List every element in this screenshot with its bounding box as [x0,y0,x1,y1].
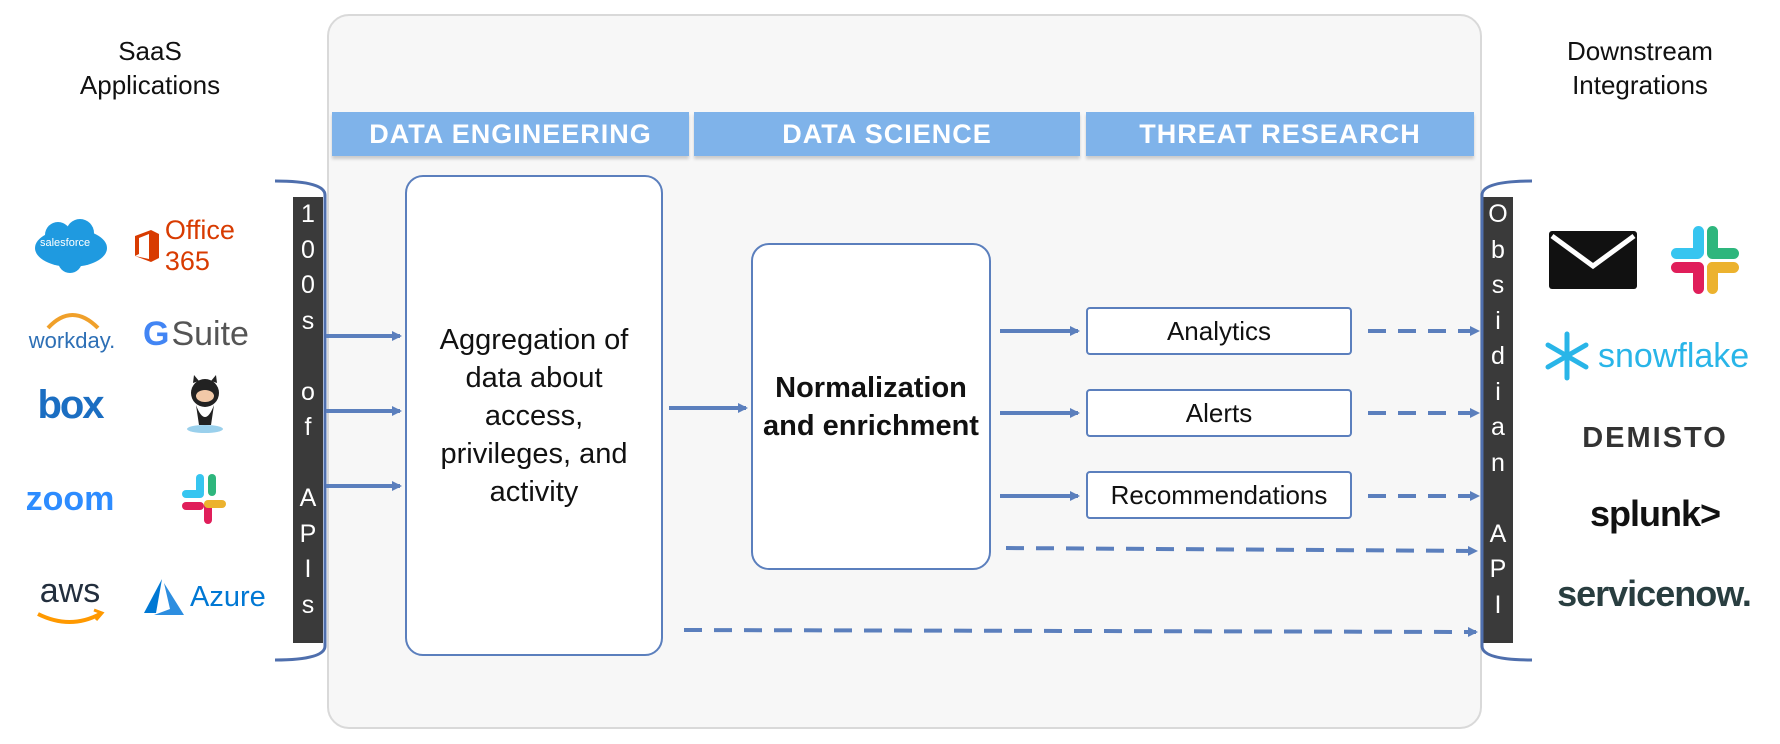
right-api-bar-char: A [1489,519,1507,548]
right-api-bar-char: P [1489,555,1507,583]
workday-text: workday. [28,328,116,353]
right-api-bar-char: d [1491,342,1505,370]
office365-text: Office 365 [164,215,235,276]
zoom-text: zoom [25,479,115,518]
salesforce-text: salesforce [40,237,91,249]
left-api-bar-char: 0 [301,235,315,264]
azure-text: Azure [190,580,266,613]
analytics-box: Analytics [1086,307,1352,355]
band-data-engineering: DATA ENGINEERING [332,112,689,156]
left-api-bar-char: A [299,484,317,512]
right-api-bar-char: i [1495,377,1501,406]
gsuite-g: G [143,314,170,353]
aws-logo: aws [30,572,110,632]
left-api-bar-char: P [299,519,317,548]
band-threat-research: THREAT RESEARCH [1086,112,1474,156]
left-api-bar-char: o [301,377,315,406]
left-api-bar-char: s [301,590,315,619]
band-data-science: DATA SCIENCE [694,112,1080,156]
demisto-text: DEMISTO [1582,421,1728,454]
right-api-bar-char: s [1491,271,1505,299]
left-api-bar-char: 0 [301,271,315,299]
workday-logo: workday. [18,306,126,356]
box-text: box [37,382,104,427]
box-logo: box [30,380,110,430]
right-api-bar-char: I [1494,590,1502,619]
splunk-logo: splunk> [1580,490,1730,538]
right-bracket [1480,179,1533,662]
snowflake-logo: snowflake [1542,330,1766,382]
dashed-normalization-to-api [1005,545,1478,556]
zoom-logo: zoom [20,477,120,521]
downstream-header-line1: Downstream [1567,36,1713,66]
aggregation-text: Aggregation of data about access, privil… [439,323,629,508]
email-envelope-icon [1548,230,1638,290]
github-octocat-icon [180,373,230,435]
saas-applications-header: SaaS Applications [40,34,260,102]
left-api-bar-char: 1 [301,200,315,228]
normalization-text: Normalization and enrichment [763,371,979,442]
right-api-bar-char: n [1491,448,1505,477]
azure-logo: Azure [140,575,275,619]
right-api-bar-char: O [1488,200,1508,228]
left-bracket [274,179,327,662]
dashed-aggregation-to-api [683,626,1478,637]
saas-header-line2: Applications [79,70,221,100]
gsuite-text: Suite [171,314,249,353]
office365-logo: Office 365 [133,215,278,276]
splunk-text: splunk> [1589,493,1721,534]
alerts-box: Alerts [1086,389,1352,437]
aws-text: aws [39,572,101,610]
normalization-box: Normalization and enrichment [751,243,991,570]
right-api-bar-char: a [1491,413,1505,441]
slack-logo-right [1668,223,1742,297]
downstream-header-line2: Integrations [1572,70,1708,100]
salesforce-logo: salesforce [28,215,114,275]
downstream-integrations-header: Downstream Integrations [1530,34,1750,102]
left-api-bar-char: I [304,555,312,583]
left-api-bar-char: f [304,413,312,441]
servicenow-text: servicenow. [1557,573,1752,614]
slack-logo-left [180,472,228,526]
demisto-logo: DEMISTO [1570,418,1740,458]
left-api-bar-char: s [301,306,315,335]
snowflake-text: snowflake [1598,336,1750,375]
aggregation-box: Aggregation of data about access, privil… [405,175,663,656]
saas-header-line1: SaaS [118,36,182,66]
servicenow-logo: servicenow. [1534,570,1774,618]
right-api-bar-char: i [1495,306,1501,335]
gsuite-logo: G Suite [143,312,268,356]
right-api-bar-char: b [1491,235,1505,264]
recommendations-box: Recommendations [1086,471,1352,519]
